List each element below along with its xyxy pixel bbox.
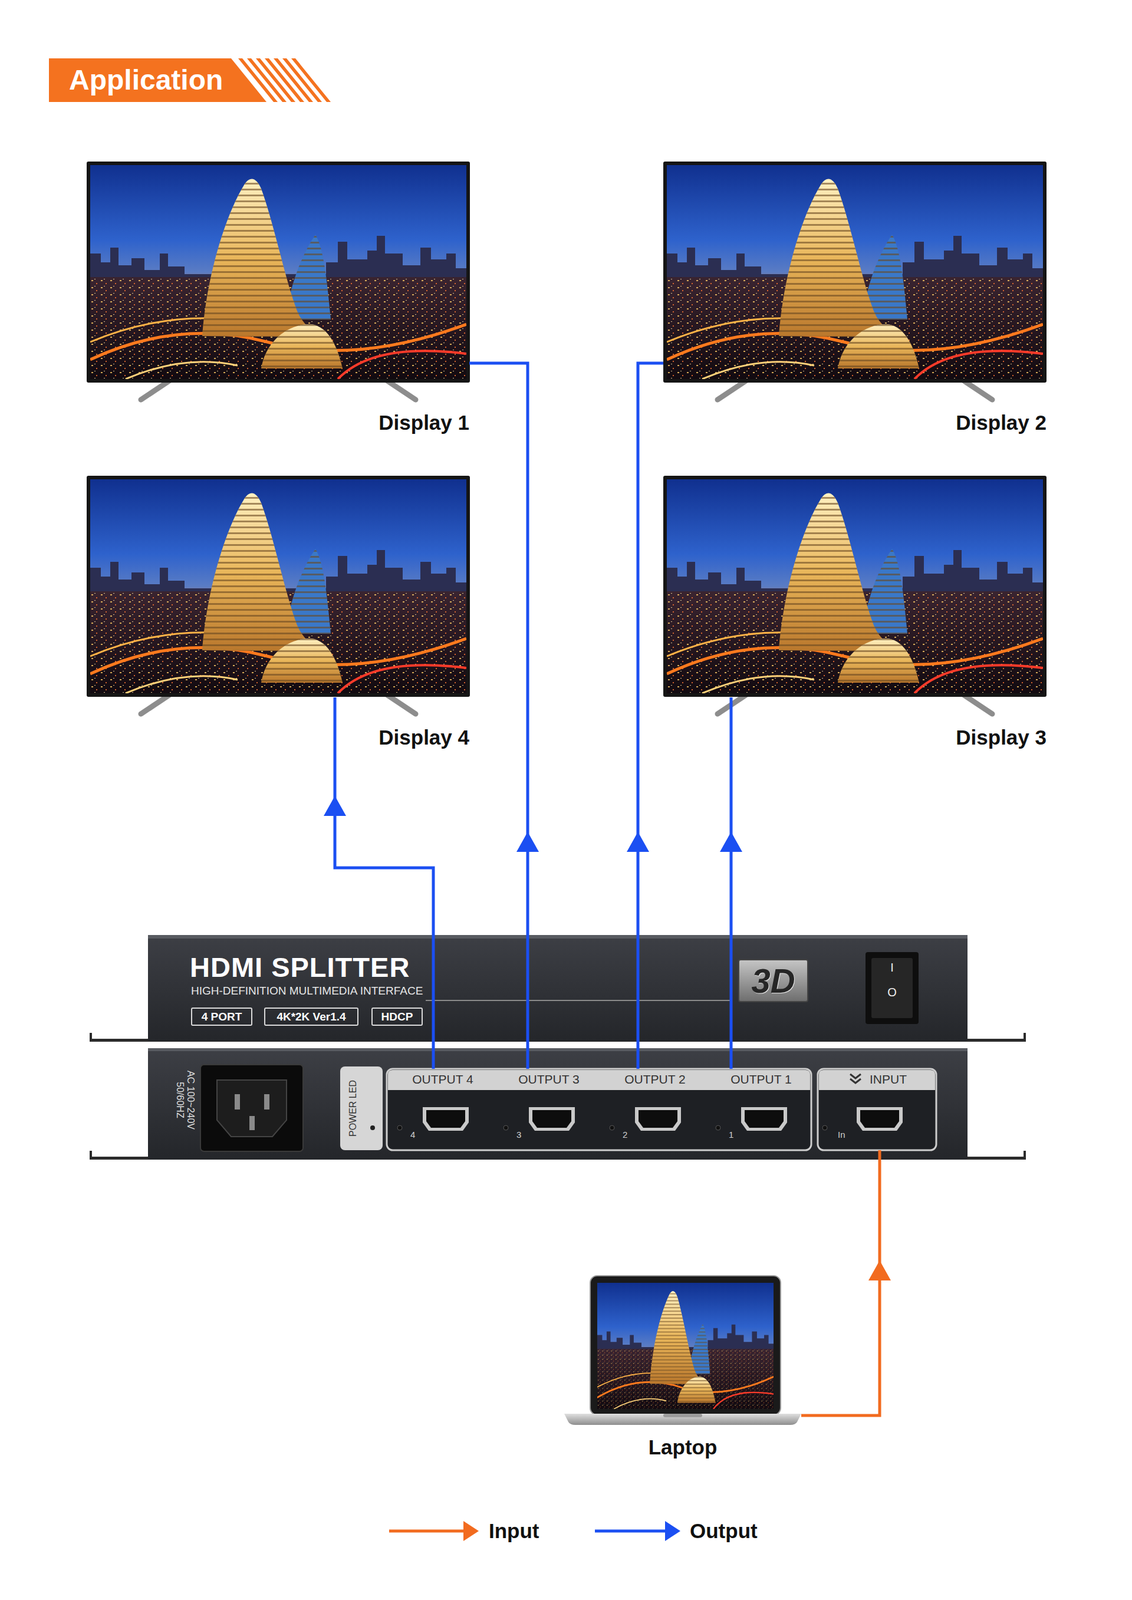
connector-line <box>334 697 434 1069</box>
power-switch <box>865 952 919 1025</box>
port-heading: OUTPUT 2 <box>604 1071 706 1088</box>
connector <box>626 363 664 1069</box>
arrow-head <box>323 795 347 816</box>
port-heading: OUTPUT 1 <box>711 1071 812 1088</box>
connector <box>801 1150 891 1416</box>
connector <box>719 697 743 1069</box>
connector <box>469 363 539 1069</box>
port-number: 2 <box>622 1129 628 1141</box>
output-port: OUTPUT 3 3 <box>492 1068 600 1151</box>
input-port: INPUT In <box>817 1068 937 1151</box>
spec-badge: 4K*2K Ver1.4 <box>264 1007 359 1026</box>
legend-text: Input <box>488 1518 540 1544</box>
arrow-head <box>516 831 539 852</box>
output-port: OUTPUT 1 1 <box>705 1068 812 1151</box>
display-label: Display 4 <box>378 725 470 750</box>
arrow-head <box>626 831 650 852</box>
power-led-tab: POWER LED <box>340 1066 383 1151</box>
power-rating: AC 100~240V 50/60HZ <box>174 1061 196 1139</box>
display-screen: Display 4 <box>86 475 470 698</box>
connector-line <box>469 363 528 1069</box>
device-label: Laptop <box>564 1435 802 1460</box>
splitter-front <box>89 935 1026 1042</box>
display-screen: Display 3 <box>663 475 1047 698</box>
led-tab <box>340 1066 383 1151</box>
output-port: OUTPUT 2 2 <box>599 1068 706 1151</box>
port-number: 1 <box>728 1129 734 1141</box>
legend-text: Output <box>689 1518 758 1544</box>
port-number: 3 <box>516 1129 522 1141</box>
spec-text: HDCP <box>381 1010 414 1024</box>
display-label: Display 2 <box>955 410 1047 436</box>
splitter-back <box>89 1048 1026 1160</box>
3d-badge: 3D <box>738 959 809 1003</box>
port-number: In <box>837 1129 846 1141</box>
laptop-illustration <box>564 1275 802 1426</box>
output-port: OUTPUT 4 4 <box>386 1068 493 1151</box>
power-inlet <box>200 1064 304 1152</box>
port-number: 4 <box>410 1129 416 1141</box>
switch-mark: O <box>880 985 904 1000</box>
spec-badge: 4 PORT <box>191 1007 253 1026</box>
spec-text: 4 PORT <box>201 1010 243 1024</box>
arrow-head <box>868 1260 891 1281</box>
led-label: POWER LED <box>346 1066 360 1151</box>
port-heading: INPUT <box>869 1071 907 1088</box>
tv-sets <box>86 161 1047 714</box>
device-name: HDMI SPLITTER <box>189 950 410 985</box>
switch-mark: I <box>880 960 904 975</box>
laptop: Laptop <box>564 1275 802 1426</box>
tv-set <box>86 161 470 400</box>
arrow-head <box>719 831 743 852</box>
tv-set <box>663 475 1047 714</box>
port-heading: OUTPUT 3 <box>498 1071 600 1088</box>
port-heading: OUTPUT 4 <box>392 1071 493 1088</box>
spec-badge: HDCP <box>371 1007 423 1026</box>
splitter-back-panel: AC 100~240V 50/60HZPOWER LEDOUTPUT 44OUT… <box>147 1048 968 1160</box>
display-label: Display 1 <box>378 410 470 436</box>
tv-set <box>663 161 1047 400</box>
badge-text: 3D <box>751 962 795 1000</box>
output-group <box>386 1068 812 1151</box>
input-group <box>817 1068 937 1151</box>
title-banner <box>48 58 331 102</box>
tv-set <box>86 475 470 714</box>
connector-line <box>801 1150 880 1416</box>
page-title: Application <box>68 62 223 98</box>
splitter-front-panel: HDMI SPLITTERHIGH-DEFINITION MULTIMEDIA … <box>147 935 968 1042</box>
device-subtitle: HIGH-DEFINITION MULTIMEDIA INTERFACE <box>191 984 423 999</box>
connector-line <box>637 363 664 1069</box>
display-screen: Display 1 <box>86 161 470 383</box>
spec-text: 4K*2K Ver1.4 <box>276 1010 346 1024</box>
connector-line <box>729 697 733 1069</box>
display-screen: Display 2 <box>663 161 1047 383</box>
display-label: Display 3 <box>955 725 1047 750</box>
